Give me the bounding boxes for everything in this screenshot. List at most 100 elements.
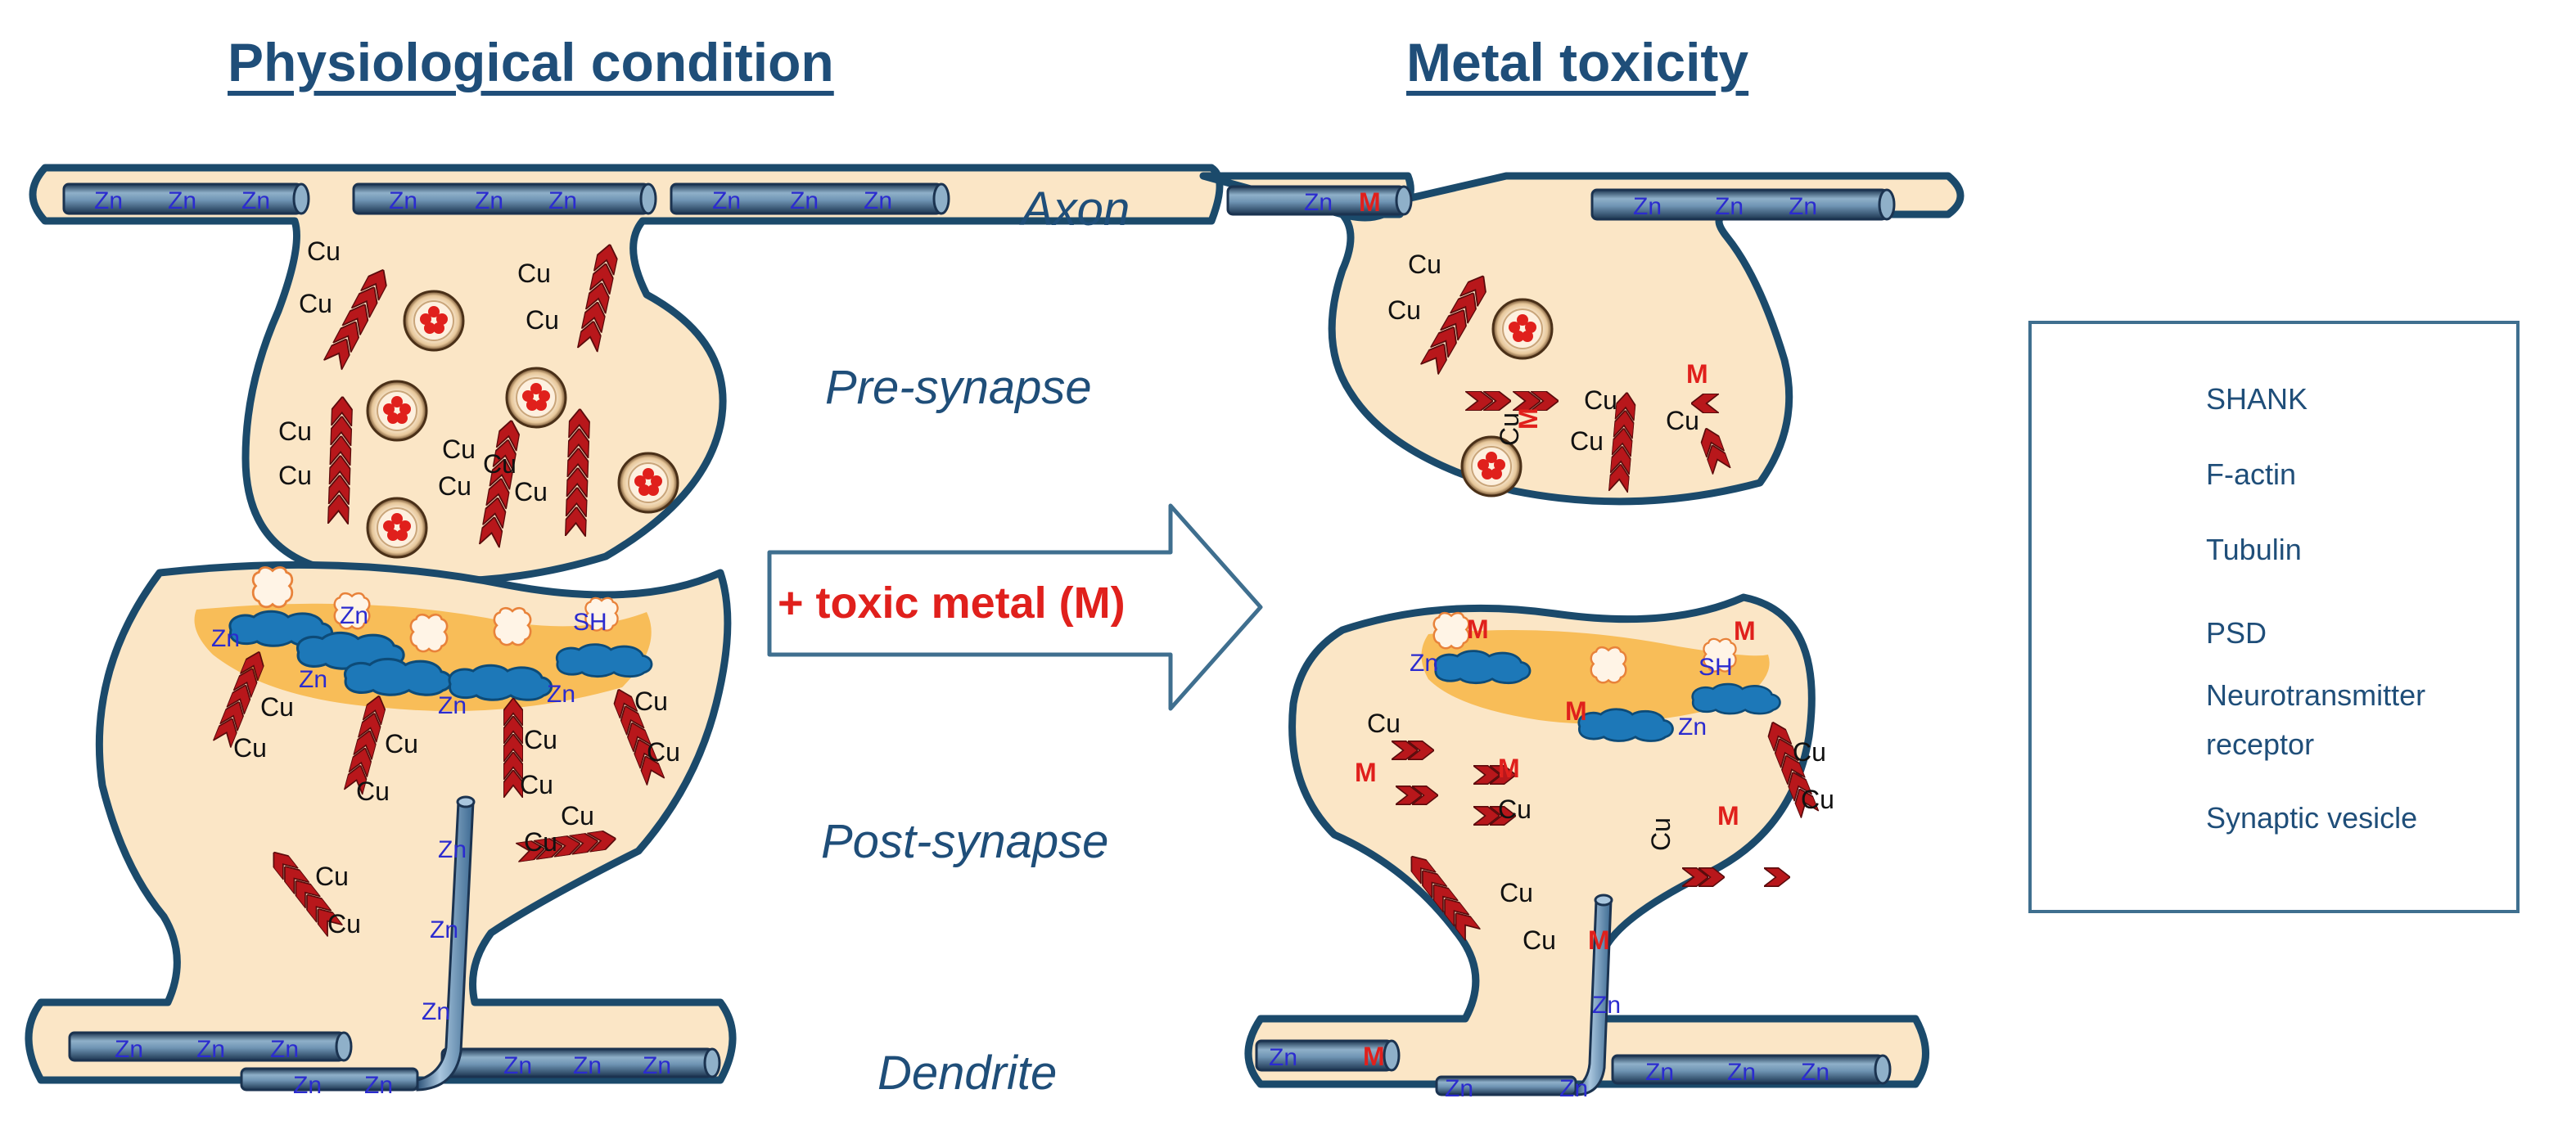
cu-label: Cu (278, 416, 312, 446)
postsynapse-label: Post-synapse (821, 815, 1109, 868)
metal-label: M (1359, 187, 1381, 217)
toxicity-panel (1199, 172, 1965, 1088)
zn-label: Zn (241, 187, 270, 214)
cu-label: Cu (1523, 925, 1556, 955)
cu-label: Cu (1584, 385, 1617, 415)
cu-label: Cu (299, 289, 332, 318)
cu-label: Cu (1801, 785, 1834, 814)
metal-label: M (1734, 616, 1756, 646)
axon-tubulins-left (62, 182, 950, 215)
metal-labels: M M M M M M M M M M M (1355, 187, 1756, 1071)
transition-arrow (767, 503, 1263, 711)
legend-receptor-label-line1: Neurotransmitter (2206, 678, 2426, 712)
cu-label: Cu (1793, 737, 1826, 767)
axon-label: Axon (1022, 182, 1130, 236)
thiol-labels: SH SH (573, 609, 1733, 681)
zn-label: Zn (196, 1036, 225, 1063)
zn-label: Zn (438, 836, 467, 863)
zn-label: Zn (1801, 1059, 1829, 1086)
zn-label: Zn (643, 1052, 671, 1079)
legend-psd-label: PSD (2206, 616, 2267, 650)
cu-label: Cu (1646, 817, 1676, 851)
cu-label: Cu (1408, 250, 1441, 279)
zn-label: Zn (1592, 992, 1621, 1019)
zn-label: Zn (1410, 650, 1438, 677)
zn-label: Zn (1269, 1044, 1297, 1071)
cu-label: Cu (483, 449, 517, 479)
metal-label: M (1355, 758, 1377, 787)
zn-label: Zn (573, 1052, 602, 1079)
dendrite-tubulins-right (1255, 894, 1892, 1096)
zn-label: Zn (94, 187, 123, 214)
zn-label: Zn (1633, 193, 1662, 220)
zn-label: Zn (168, 187, 196, 214)
cu-label: Cu (260, 692, 294, 722)
zn-label: Zn (548, 187, 577, 214)
legend-factin-label: F-actin (2206, 457, 2297, 491)
zn-label: Zn (1727, 1059, 1756, 1086)
presynapse-label: Pre-synapse (825, 361, 1092, 414)
zn-label: Zn (1678, 714, 1707, 741)
cu-label: Cu (278, 461, 312, 490)
cu-label: Cu (561, 801, 594, 831)
zn-label: Zn (503, 1052, 532, 1079)
zn-label: Zn (864, 187, 892, 214)
cu-label: Cu (307, 236, 341, 266)
zn-label: Zn (1715, 193, 1744, 220)
legend-shank-label: SHANK (2206, 382, 2308, 416)
cu-label: Cu (520, 770, 553, 799)
legend-receptor-label-line2: receptor (2206, 727, 2315, 761)
zn-label: Zn (547, 681, 575, 708)
cu-label: Cu (1570, 426, 1604, 456)
zn-label: Zn (430, 916, 458, 943)
cu-label: Cu (1495, 412, 1524, 446)
metal-label: M (1717, 801, 1739, 831)
sh-label: SH (573, 609, 607, 636)
legend-vesicle-label: Synaptic vesicle (2206, 801, 2418, 835)
legend (2028, 321, 2520, 913)
zn-label: Zn (1304, 189, 1333, 216)
cu-label: Cu (517, 259, 551, 288)
zn-label: Zn (422, 998, 450, 1025)
cu-label: Cu (634, 687, 668, 716)
cu-label: Cu (1666, 406, 1699, 435)
cu-labels: Cu Cu Cu Cu Cu Cu Cu Cu Cu Cu Cu Cu Cu C… (233, 236, 1834, 955)
metal-label: M (1498, 754, 1520, 783)
cu-label: Cu (524, 827, 557, 857)
zn-label: Zn (1645, 1059, 1674, 1086)
zn-label: Zn (340, 602, 368, 629)
zn-label: Zn (1789, 193, 1817, 220)
cu-label: Cu (233, 733, 267, 763)
cu-label: Cu (1500, 878, 1533, 907)
metal-label: M (1467, 615, 1489, 644)
sh-label: SH (1699, 654, 1733, 681)
zn-label: Zn (115, 1036, 143, 1063)
cu-label: Cu (1498, 795, 1532, 824)
metal-label: M (1588, 925, 1610, 955)
zn-label: Zn (790, 187, 819, 214)
metal-label: M (1686, 359, 1708, 389)
zn-labels: Zn Zn Zn Zn Zn Zn Zn Zn Zn Zn Zn Zn Zn Z… (94, 187, 1829, 1102)
cu-label: Cu (327, 909, 361, 939)
metal-label: M (1565, 696, 1587, 726)
zn-label: Zn (475, 187, 503, 214)
cu-label: Cu (526, 305, 559, 335)
cu-label: Cu (438, 471, 471, 501)
toxicity-title: Metal toxicity (1406, 32, 1749, 92)
presynaptic-terminal-toxic (1199, 172, 1965, 506)
zn-label: Zn (712, 187, 741, 214)
cu-label: Cu (1367, 709, 1401, 738)
zn-label: Zn (364, 1072, 393, 1099)
cu-label: Cu (356, 777, 390, 806)
cu-label: Cu (442, 434, 476, 464)
cu-label: Cu (647, 737, 680, 767)
toxic-metal-label: + toxic metal (M) (778, 579, 1126, 628)
zn-label: Zn (293, 1072, 322, 1099)
physiological-title: Physiological condition (228, 32, 834, 92)
zn-label: Zn (211, 625, 240, 652)
dendrite-tubulins-left (68, 795, 721, 1092)
legend-tubulin-label: Tubulin (2206, 533, 2302, 566)
dendrite-label: Dendrite (877, 1047, 1058, 1100)
zn-label: Zn (1559, 1075, 1588, 1102)
